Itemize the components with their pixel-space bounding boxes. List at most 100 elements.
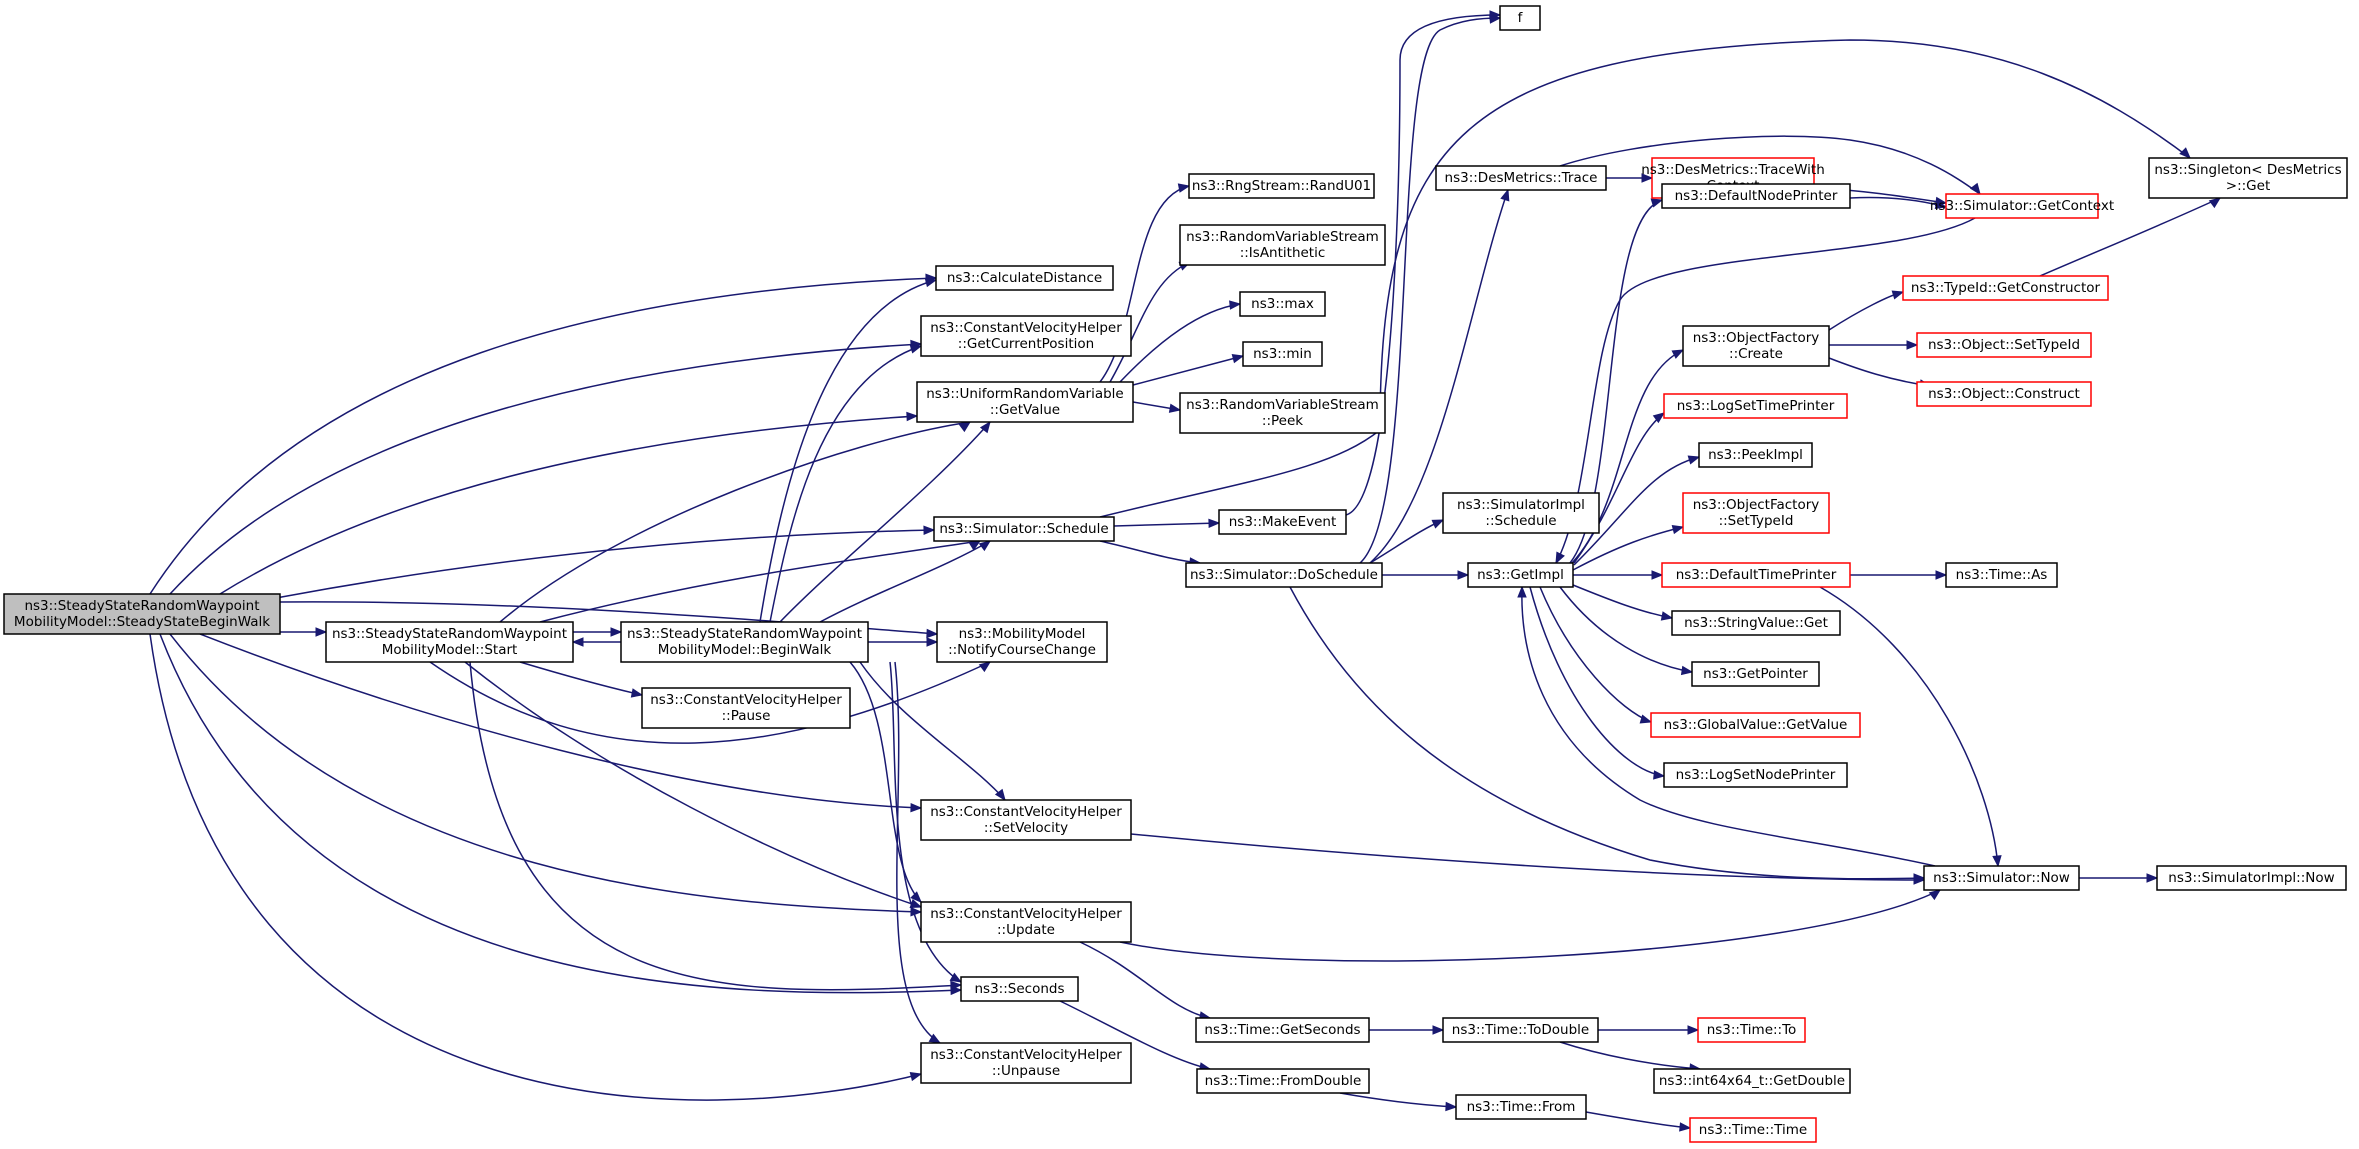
edge-beginwalk-to-seconds	[889, 661, 963, 983]
edge-root-to-schedule	[275, 525, 936, 599]
node-timeto[interactable]: ns3::Time::To	[1697, 1017, 1806, 1043]
edge-beginwalk-to-urvget	[779, 420, 991, 623]
edge-root-to-urvget	[219, 411, 919, 595]
node-simimplnow[interactable]: ns3::SimulatorImpl::Now	[2156, 865, 2347, 891]
node-label: ns3::RandomVariableStream	[1186, 397, 1379, 413]
node-getctx[interactable]: ns3::Simulator::GetContext	[1930, 193, 2114, 219]
node-fromdbl[interactable]: ns3::Time::FromDouble	[1196, 1068, 1370, 1094]
node-timeas[interactable]: ns3::Time::As	[1945, 562, 2058, 588]
node-logsettime[interactable]: ns3::LogSetTimePrinter	[1663, 393, 1848, 419]
node-label: ::GetCurrentPosition	[958, 336, 1094, 352]
edge-getimpl-to-ofsettypeid	[1572, 524, 1685, 571]
node-label: ::NotifyCourseChange	[948, 642, 1096, 658]
edge-getctx-to-getimpl	[1555, 217, 1976, 565]
node-label: ::SetTypeId	[1719, 513, 1794, 529]
edge-beginwalk-to-update	[849, 661, 922, 903]
edge-urvget-to-max	[1119, 300, 1242, 383]
node-objconstruct[interactable]: ns3::Object::Construct	[1916, 381, 2092, 407]
node-label: ::SetVelocity	[984, 820, 1068, 836]
node-getctor[interactable]: ns3::TypeId::GetConstructor	[1902, 275, 2109, 301]
edge-start-to-notify	[429, 661, 992, 744]
node-notify[interactable]: ns3::MobilityModel::NotifyCourseChange	[936, 621, 1108, 663]
node-label: ns3::ObjectFactory	[1693, 330, 1820, 346]
edge-trace-to-getctx	[1559, 135, 1981, 196]
node-deftimeprinter[interactable]: ns3::DefaultTimePrinter	[1661, 562, 1851, 588]
edge-dosched-to-f	[1359, 14, 1502, 564]
node-objsettypeid[interactable]: ns3::Object::SetTypeId	[1916, 332, 2092, 358]
node-update[interactable]: ns3::ConstantVelocityHelper::Update	[920, 901, 1132, 943]
node-makeevent[interactable]: ns3::MakeEvent	[1218, 509, 1347, 535]
edge-trace-to-tracewithctx	[1606, 173, 1654, 183]
node-defnodeprinter[interactable]: ns3::DefaultNodePrinter	[1661, 183, 1851, 209]
edge-getimpl-to-peekimpl	[1573, 455, 1701, 566]
node-label: ns3::DefaultNodePrinter	[1675, 188, 1838, 204]
node-label: ::Unpause	[992, 1063, 1060, 1079]
node-simnow[interactable]: ns3::Simulator::Now	[1923, 865, 2080, 891]
node-strvalget[interactable]: ns3::StringValue::Get	[1671, 610, 1841, 636]
node-getimpl[interactable]: ns3::GetImpl	[1467, 562, 1574, 588]
node-label: ::IsAntithetic	[1240, 245, 1326, 261]
node-max[interactable]: ns3::max	[1239, 291, 1326, 317]
node-schedule[interactable]: ns3::Simulator::Schedule	[933, 516, 1115, 542]
node-beginwalk[interactable]: ns3::SteadyStateRandomWaypointMobilityMo…	[620, 621, 869, 663]
edge-todouble-to-int64get	[1559, 1041, 1702, 1073]
node-simimplsched[interactable]: ns3::SimulatorImpl::Schedule	[1442, 492, 1600, 534]
node-getpointer[interactable]: ns3::GetPointer	[1691, 661, 1820, 687]
node-label: ns3::int64x64_t::GetDouble	[1659, 1073, 1845, 1089]
node-label: ns3::GlobalValue::GetValue	[1664, 717, 1848, 733]
node-ofsettypeid[interactable]: ns3::ObjectFactory::SetTypeId	[1682, 492, 1830, 534]
node-isanti[interactable]: ns3::RandomVariableStream::IsAntithetic	[1179, 224, 1386, 266]
node-ofcreate[interactable]: ns3::ObjectFactory::Create	[1682, 325, 1830, 367]
node-peek[interactable]: ns3::RandomVariableStream::Peek	[1179, 392, 1386, 434]
edge-ofcreate-to-objconstruct	[1828, 357, 1932, 389]
node-getsecs[interactable]: ns3::Time::GetSeconds	[1195, 1017, 1370, 1043]
node-calcdist[interactable]: ns3::CalculateDistance	[935, 265, 1114, 291]
node-root[interactable]: ns3::SteadyStateRandomWaypointMobilityMo…	[3, 593, 281, 635]
edges-layer	[149, 10, 2222, 1132]
node-label: ns3::TypeId::GetConstructor	[1911, 280, 2101, 296]
node-getcurpos[interactable]: ns3::ConstantVelocityHelper::GetCurrentP…	[920, 315, 1132, 357]
edge-update-to-simnow	[1119, 889, 1942, 962]
edge-urvget-to-peek	[1132, 401, 1182, 413]
node-label: ::Pause	[722, 708, 771, 724]
node-setvel[interactable]: ns3::ConstantVelocityHelper::SetVelocity	[920, 799, 1132, 841]
node-logsetnode[interactable]: ns3::LogSetNodePrinter	[1663, 762, 1848, 788]
node-label: MobilityModel::BeginWalk	[658, 642, 832, 658]
node-start[interactable]: ns3::SteadyStateRandomWaypointMobilityMo…	[325, 621, 574, 663]
node-f[interactable]: f	[1499, 5, 1541, 31]
node-timefrom[interactable]: ns3::Time::From	[1455, 1094, 1587, 1120]
node-urvget[interactable]: ns3::UniformRandomVariable::GetValue	[916, 381, 1134, 423]
node-dosched[interactable]: ns3::Simulator::DoSchedule	[1185, 562, 1383, 588]
edge-deftimeprinter-to-simnow	[1819, 586, 2002, 868]
edge-getctor-to-singleton	[2039, 197, 2222, 277]
edge-getimpl-to-logsetnode	[1529, 586, 1666, 780]
node-min[interactable]: ns3::min	[1242, 341, 1323, 367]
edge-getimpl-to-strvalget	[1572, 584, 1674, 621]
edge-beginwalk-to-start	[571, 637, 621, 647]
node-randu01[interactable]: ns3::RngStream::RandU01	[1188, 173, 1375, 199]
node-label: ::Update	[997, 922, 1055, 938]
node-label: ns3::Simulator::GetContext	[1930, 198, 2114, 214]
node-singleton[interactable]: ns3::Singleton< DesMetrics >::Get	[2148, 157, 2348, 199]
node-seconds[interactable]: ns3::Seconds	[960, 976, 1079, 1002]
node-label: ns3::RandomVariableStream	[1186, 229, 1379, 245]
node-label: ns3::Time::As	[1956, 567, 2048, 583]
node-label: ns3::Time::FromDouble	[1205, 1073, 1362, 1089]
edge-dosched-to-getimpl	[1382, 570, 1470, 580]
edge-beginwalk-to-calcdist	[759, 277, 938, 623]
edge-getimpl-to-logsettime	[1573, 412, 1666, 564]
node-trace[interactable]: ns3::DesMetrics::Trace	[1435, 165, 1607, 191]
node-label: ::GetValue	[990, 402, 1060, 418]
node-label: ns3::DesMetrics::TraceWith	[1641, 162, 1825, 178]
node-timetime[interactable]: ns3::Time::Time	[1689, 1117, 1817, 1143]
node-int64get[interactable]: ns3::int64x64_t::GetDouble	[1653, 1068, 1851, 1094]
edge-urvget-to-randu01	[1099, 183, 1191, 383]
node-peekimpl[interactable]: ns3::PeekImpl	[1698, 442, 1813, 468]
node-pause[interactable]: ns3::ConstantVelocityHelper::Pause	[641, 687, 851, 729]
node-todouble[interactable]: ns3::Time::ToDouble	[1442, 1017, 1599, 1043]
node-label: ns3::max	[1251, 296, 1314, 312]
node-unpause[interactable]: ns3::ConstantVelocityHelper::Unpause	[920, 1042, 1132, 1084]
node-gvgetvalue[interactable]: ns3::GlobalValue::GetValue	[1650, 712, 1861, 738]
edge-beginwalk-to-setvel	[859, 661, 1006, 802]
edge-start-to-schedule	[539, 540, 982, 623]
